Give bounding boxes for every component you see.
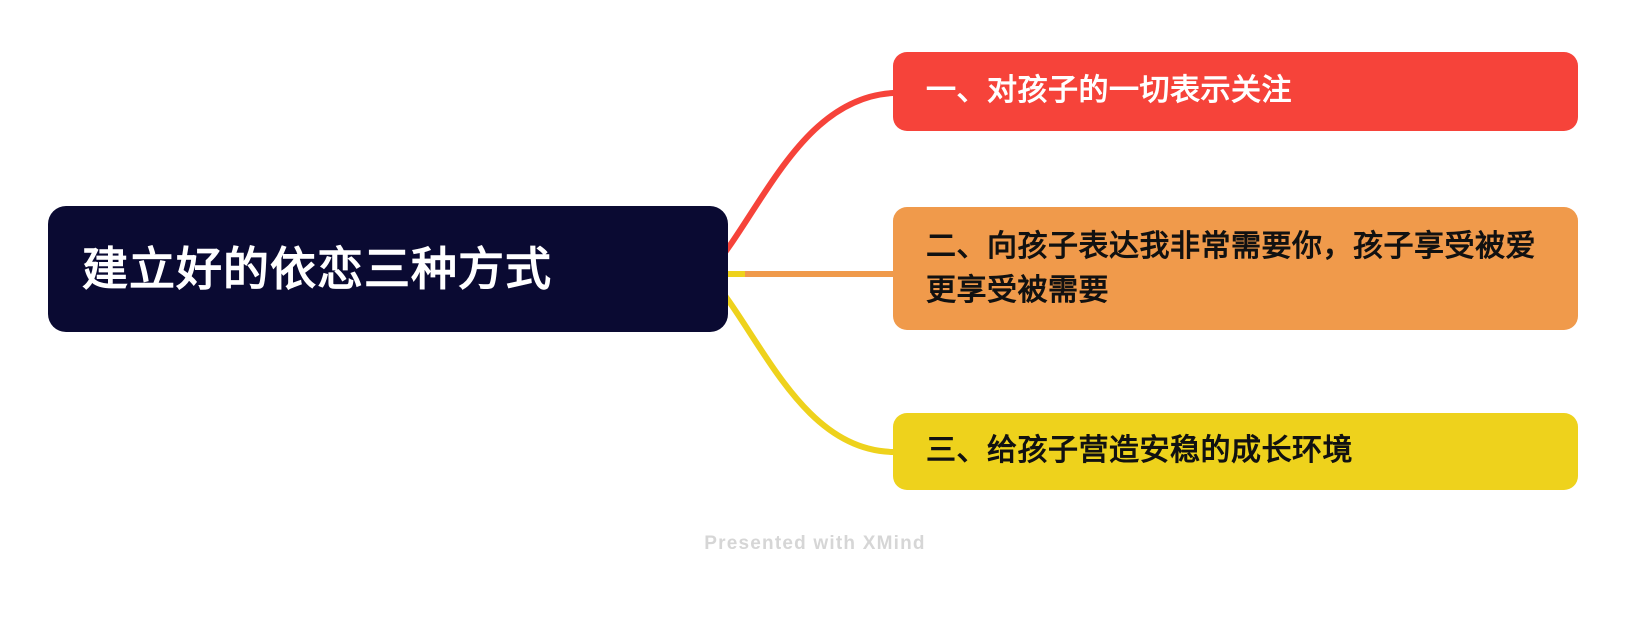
branch-node-3[interactable]: 三、给孩子营造安稳的成长环境 — [893, 413, 1578, 490]
root-node[interactable]: 建立好的依恋三种方式 — [48, 206, 728, 332]
root-node-label: 建立好的依恋三种方式 — [82, 242, 552, 295]
connector-branch-3 — [705, 271, 896, 455]
branch-node-1[interactable]: 一、对孩子的一切表示关注 — [893, 52, 1578, 131]
branch-node-2-label: 二、向孩子表达我非常需要你，孩子享受被爱更享受被需要 — [926, 230, 1536, 307]
branch-node-1-label: 一、对孩子的一切表示关注 — [926, 74, 1292, 108]
branch-node-3-label: 三、给孩子营造安稳的成长环境 — [926, 434, 1353, 468]
xmind-watermark: Presented with XMind — [704, 533, 926, 554]
branch-node-2[interactable]: 二、向孩子表达我非常需要你，孩子享受被爱更享受被需要 — [893, 207, 1578, 330]
connector-branch-1 — [705, 90, 896, 277]
